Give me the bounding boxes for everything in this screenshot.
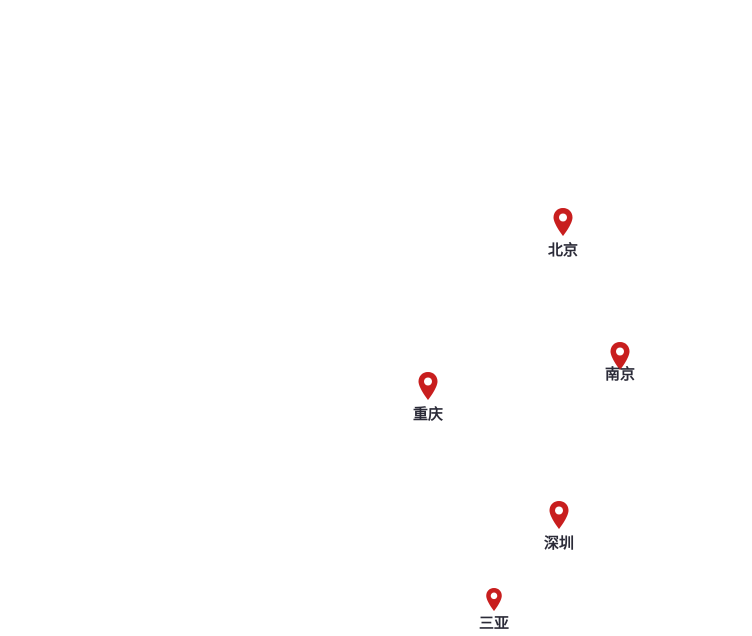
marker-label: 三亚 — [478, 614, 509, 632]
map-pin-icon — [486, 588, 502, 611]
map-pin-icon — [549, 501, 569, 529]
marker-nanjing[interactable]: 南京 — [590, 341, 650, 383]
marker-beijing[interactable]: 北京 — [533, 207, 593, 259]
map-pin-icon — [553, 208, 573, 236]
marker-label: 北京 — [547, 241, 578, 259]
marker-label: 深圳 — [543, 534, 574, 552]
marker-shenzhen[interactable]: 深圳 — [529, 500, 589, 552]
map-pin-icon — [418, 372, 438, 400]
map-pin-icon — [610, 342, 630, 370]
marker-chongqing[interactable]: 重庆 — [398, 371, 458, 423]
marker-label: 南京 — [604, 365, 635, 383]
marker-sanya[interactable]: 三亚 — [464, 587, 524, 632]
marker-label: 重庆 — [412, 405, 443, 423]
